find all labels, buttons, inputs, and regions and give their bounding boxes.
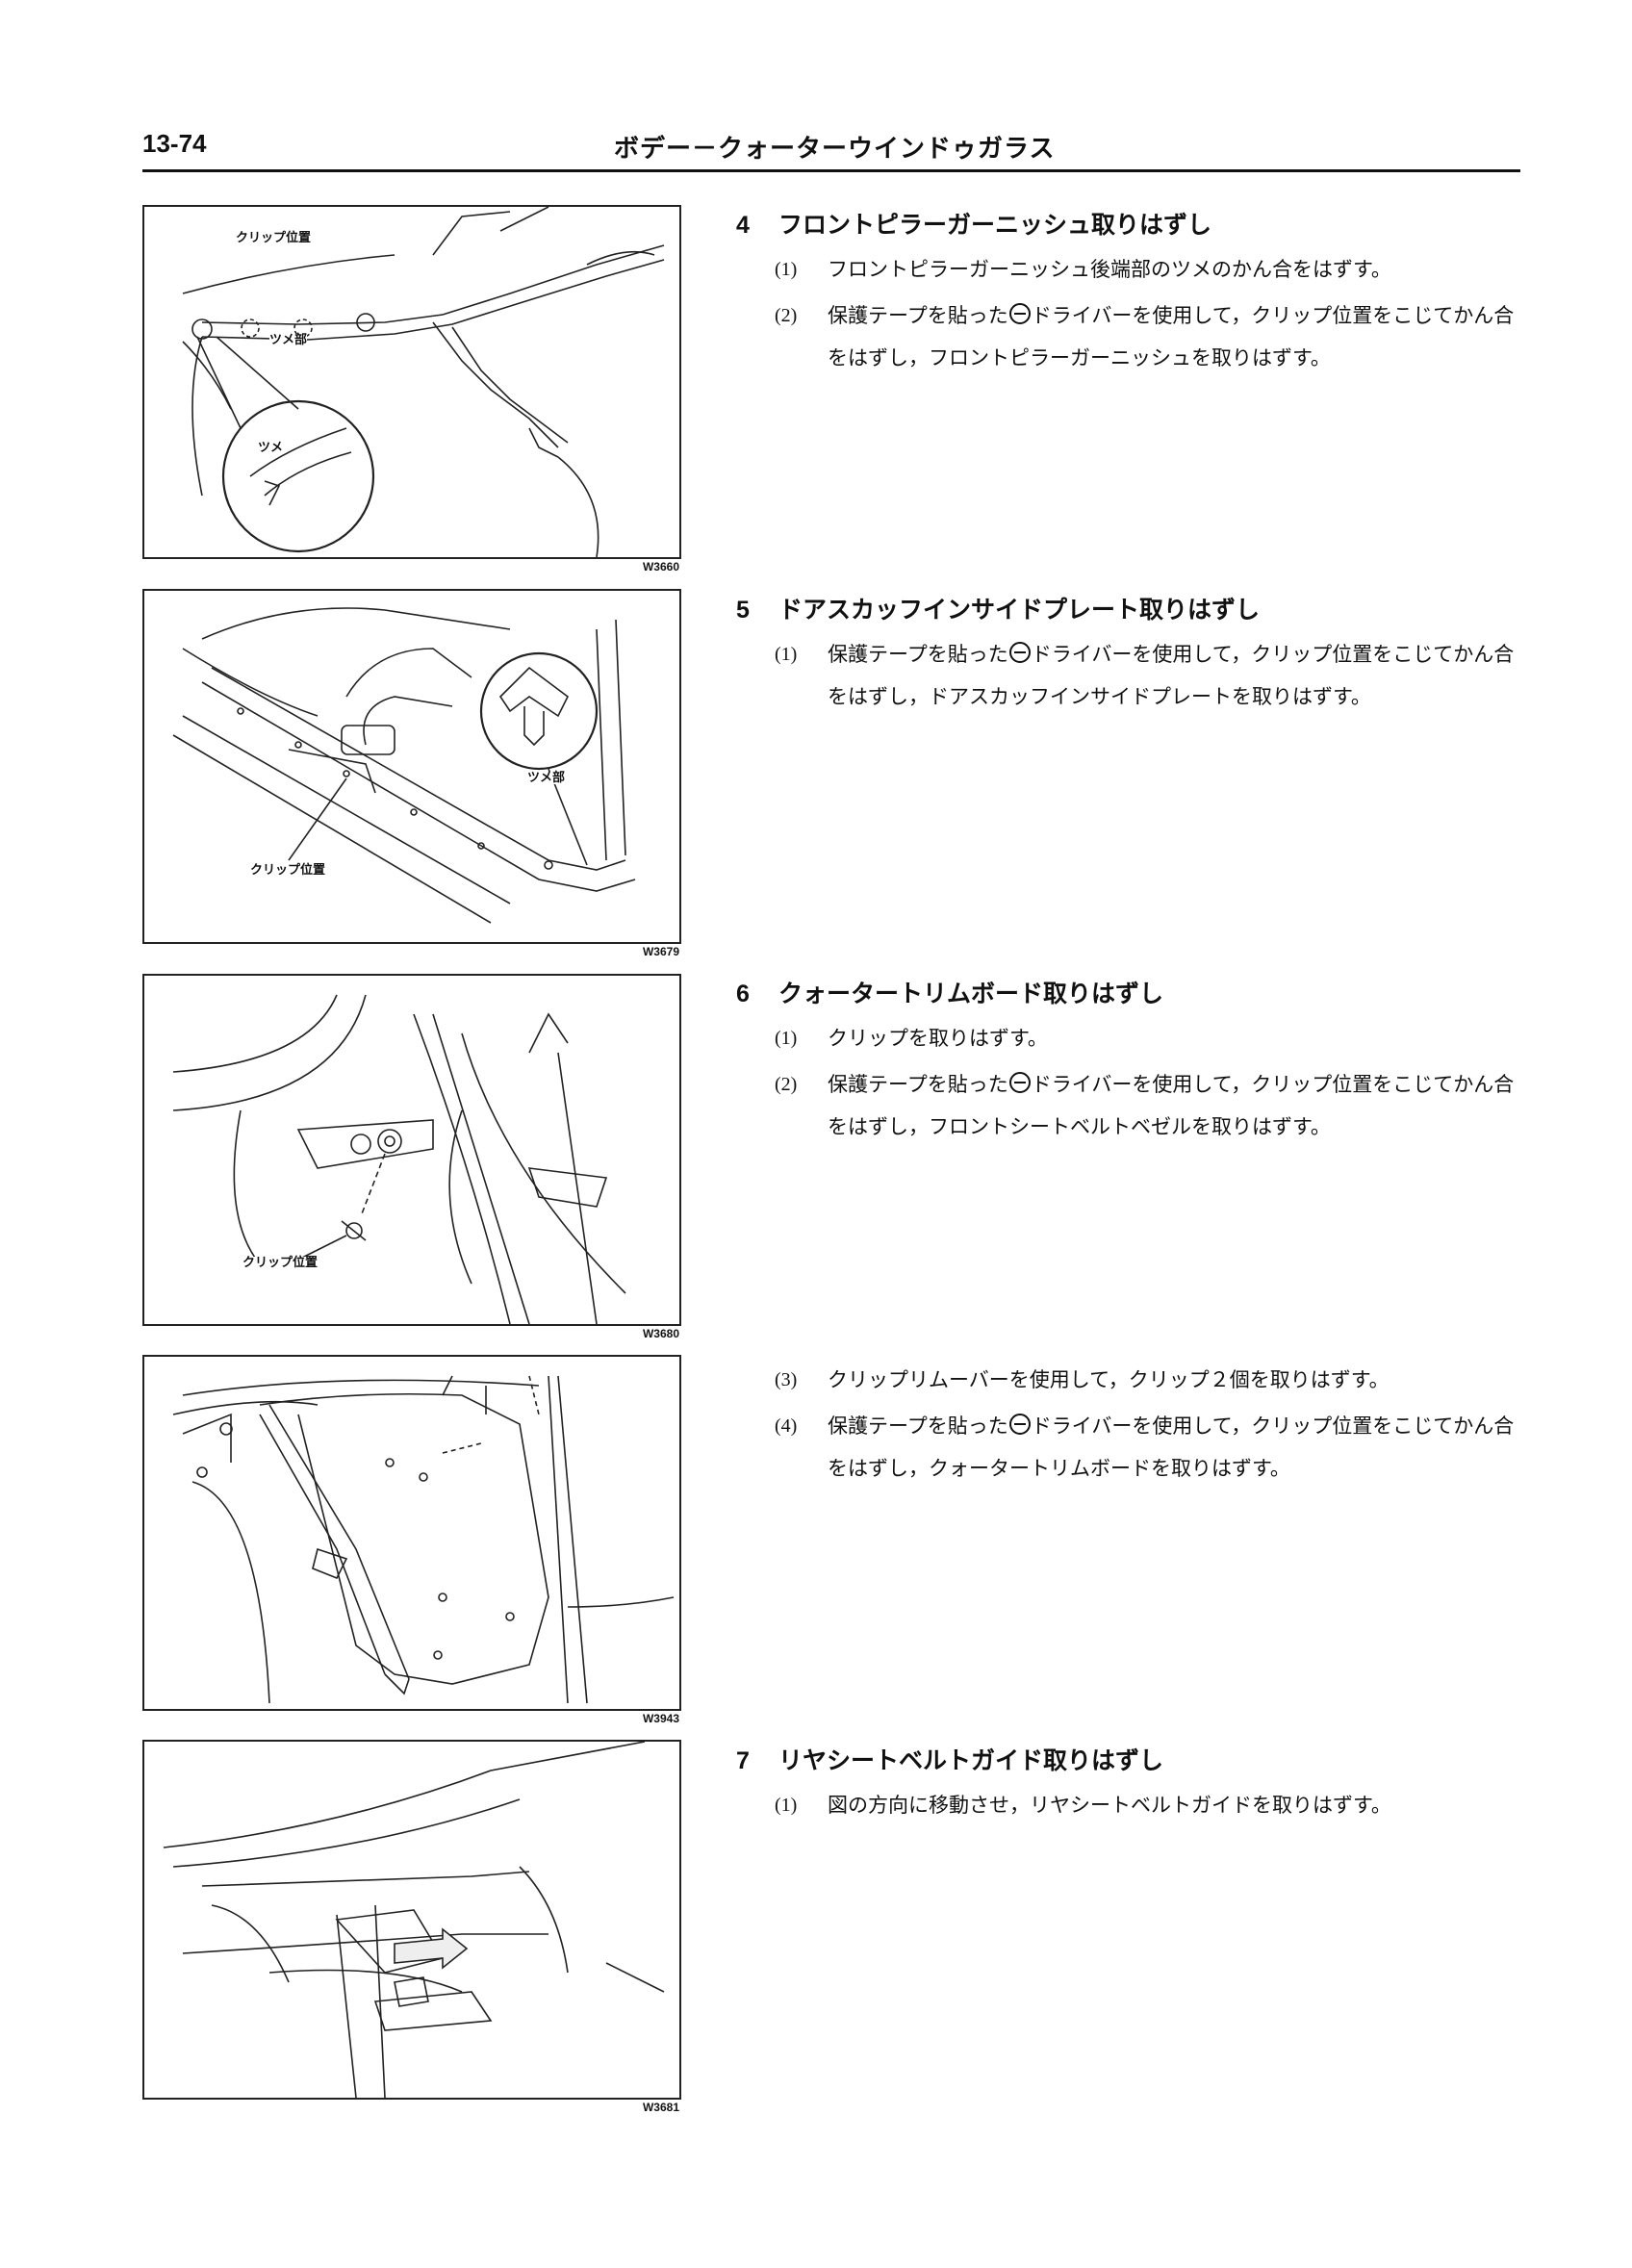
item-number: (1) [775,1028,798,1049]
item-number: (2) [775,305,798,326]
figure-code: W3681 [642,2101,679,2114]
step-heading: 7 リヤシートベルトガイド取りはずし [736,1742,1525,1780]
step-title: クォータートリムボード取りはずし [778,980,1164,1007]
door-scuff-plate-illustration [172,607,636,924]
minus-screwdriver-icon [1008,303,1031,324]
step-item: (2) 保護テープを貼ったドライバーを使用して，クリップ位置をこじてかん合をはずし… [736,1063,1525,1148]
minus-screwdriver-icon [1008,642,1031,663]
step-title: フロントピラーガーニッシュ取りはずし [778,211,1212,239]
step-heading: 6 クォータートリムボード取りはずし [736,975,1525,1013]
figure-code: W3943 [642,1712,679,1725]
step-7: 7 リヤシートベルトガイド取りはずし (1) 図の方向に移動させ，リヤシートベルトガ… [736,1742,1525,1826]
step-number: 5 [736,597,750,624]
item-text-before: 保護テープを貼った [828,1073,1008,1096]
minus-screwdriver-icon [1008,1072,1031,1093]
figure-code: W3680 [642,1327,679,1340]
step-item: (1) 保護テープを貼ったドライバーを使用して，クリップ位置をこじてかん合をはずし… [736,633,1525,718]
item-text-after: ドライバーを使用して，クリップ位置をこじてかん合をはずし，フロントシートベルトベ… [828,1073,1515,1138]
item-number: (3) [775,1369,798,1390]
step-number: 7 [736,1747,750,1774]
page-number: 13-74 [142,129,207,158]
figure-code: W3660 [642,560,679,573]
figure-rear-belt-guide [142,1740,681,2100]
item-text-before: 保護テープを貼った [828,304,1008,327]
minus-screwdriver-icon [1008,1414,1031,1435]
step-4: 4 フロントピラーガーニッシュ取りはずし (1) フロントピラーガーニッシュ後端部の… [736,206,1525,379]
callout-clip-position: クリップ位置 [250,863,326,878]
step-title: リヤシートベルトガイド取りはずし [778,1746,1164,1774]
figure-front-belt-bezel: クリップ位置 [142,974,681,1326]
item-text: クリップリムーバーを使用して，クリップ２個を取りはずす。 [828,1368,1390,1391]
step-item: (1) クリップを取りはずす。 [736,1017,1525,1059]
item-number: (2) [775,1074,798,1095]
item-text-before: 保護テープを貼った [828,1414,1008,1438]
item-text: クリップを取りはずす。 [828,1027,1048,1050]
step-6: 6 クォータートリムボード取りはずし (1) クリップを取りはずす。 (2) 保護テー… [736,975,1525,1148]
item-number: (1) [775,1795,798,1816]
figure-quarter-trim-board [142,1355,681,1711]
step-item: (3) クリップリムーバーを使用して，クリップ２個を取りはずす。 [736,1359,1525,1401]
step-heading: 5 ドアスカッフインサイドプレート取りはずし [736,591,1525,629]
step-item: (1) 図の方向に移動させ，リヤシートベルトガイドを取りはずす。 [736,1784,1525,1826]
item-number: (4) [775,1415,798,1437]
item-text-after: ドライバーを使用して，クリップ位置をこじてかん合をはずし，ドアスカッフインサイド… [828,643,1515,708]
callout-claw-part: ツメ部 [269,333,308,347]
callout-clip-position: クリップ位置 [236,231,312,245]
item-text: 図の方向に移動させ，リヤシートベルトガイドを取りはずす。 [828,1794,1391,1817]
page-title: ボデー－クォーターウインドゥガラス [614,135,1056,164]
callout-claw-part: ツメ部 [527,771,566,785]
item-text: フロントピラーガーニッシュ後端部のツメのかん合をはずす。 [828,258,1391,281]
item-number: (1) [775,644,798,665]
step-title: ドアスカッフインサイドプレート取りはずし [778,596,1261,624]
figure-code: W3679 [642,945,679,958]
step-number: 4 [736,212,750,239]
rear-belt-guide-illustration [163,1742,665,2098]
step-6-continued: (3) クリップリムーバーを使用して，クリップ２個を取りはずす。 (4) 保護テープ… [736,1355,1525,1490]
quarter-trim-board-illustration [172,1375,675,1704]
page-header: 13-74 ボデー－クォーターウインドゥガラス [142,127,1520,172]
step-item: (4) 保護テープを貼ったドライバーを使用して，クリップ位置をこじてかん合をはずし… [736,1405,1525,1490]
callout-claw: ツメ [258,441,284,455]
step-heading: 4 フロントピラーガーニッシュ取りはずし [736,206,1525,244]
figure-front-pillar-garnish: クリップ位置 ツメ部 ツメ [142,205,681,559]
figure-door-scuff-plate: ツメ部 クリップ位置 [142,589,681,944]
item-number: (1) [775,259,798,280]
item-text-after: ドライバーを使用して，クリップ位置をこじてかん合をはずし，フロントピラーガーニッ… [828,304,1515,370]
item-text-before: 保護テープを貼った [828,643,1008,666]
callout-clip-position: クリップ位置 [242,1256,319,1270]
item-text-after: ドライバーを使用して，クリップ位置をこじてかん合をはずし，クォータートリムボード… [828,1414,1515,1480]
step-item: (2) 保護テープを貼ったドライバーを使用して，クリップ位置をこじてかん合をはずし… [736,294,1525,379]
step-number: 6 [736,981,750,1007]
front-belt-bezel-illustration [172,994,626,1324]
step-item: (1) フロントピラーガーニッシュ後端部のツメのかん合をはずす。 [736,248,1525,291]
front-pillar-garnish-illustration [182,207,665,557]
step-5: 5 ドアスカッフインサイドプレート取りはずし (1) 保護テープを貼ったドライバーを… [736,591,1525,718]
